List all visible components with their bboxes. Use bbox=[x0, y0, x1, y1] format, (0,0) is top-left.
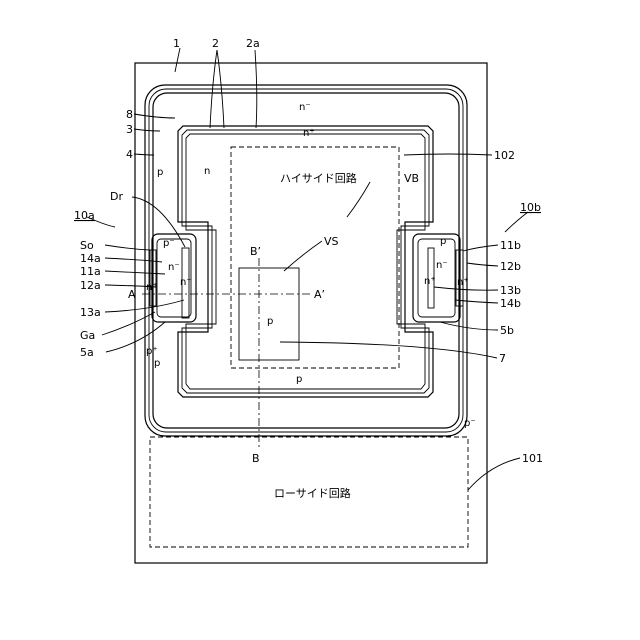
region-n-minus-right: n⁻ bbox=[436, 260, 448, 271]
region-n-minus-left: n⁻ bbox=[168, 262, 180, 273]
region-2-outline bbox=[182, 130, 429, 393]
label-4: 4 bbox=[126, 148, 133, 161]
label-dr: Dr bbox=[110, 190, 123, 203]
label-b: B bbox=[252, 452, 260, 465]
region-p-minus-left: p⁻ bbox=[163, 238, 175, 249]
label-7: 7 bbox=[499, 352, 506, 365]
label-11a: 11a bbox=[80, 265, 101, 278]
region-p-bottom: p bbox=[296, 374, 302, 385]
label-14a: 14a bbox=[80, 252, 101, 265]
region-n-plus-left-outer: n⁺ bbox=[146, 282, 158, 293]
label-13b: 13b bbox=[500, 284, 521, 297]
region-p-left: p bbox=[157, 167, 163, 178]
label-13a: 13a bbox=[80, 306, 101, 319]
label-8: 8 bbox=[126, 108, 133, 121]
label-5a: 5a bbox=[80, 346, 94, 359]
element-10b-body bbox=[413, 234, 460, 322]
vs-region bbox=[239, 268, 299, 360]
label-vs: VS bbox=[324, 235, 339, 248]
label-1: 1 bbox=[173, 37, 180, 50]
high-side-circuit-label: ハイサイド回路 bbox=[280, 172, 357, 185]
region-n-plus-right-inner: n⁺ bbox=[424, 276, 436, 287]
label-12a: 12a bbox=[80, 279, 101, 292]
region-n-plus-right-outer: n⁺ bbox=[457, 277, 469, 288]
label-11b: 11b bbox=[500, 239, 521, 252]
region-p-minus-right-top: p⁻ bbox=[440, 236, 452, 247]
label-so: So bbox=[80, 239, 94, 252]
region-n-inner: n bbox=[204, 166, 210, 177]
label-3: 3 bbox=[126, 123, 133, 136]
label-12b: 12b bbox=[500, 260, 521, 273]
region-n-plus-top: n⁺ bbox=[303, 128, 315, 139]
label-102: 102 bbox=[494, 149, 515, 162]
label-5b: 5b bbox=[500, 324, 514, 337]
label-2: 2 bbox=[212, 37, 219, 50]
region-p-vs: p bbox=[267, 316, 273, 327]
label-10a: 10a bbox=[74, 209, 95, 222]
region-n-plus-left-inner: n⁺ bbox=[180, 277, 192, 288]
label-a-prime: A’ bbox=[314, 288, 325, 301]
label-2a: 2a bbox=[246, 37, 260, 50]
label-vb: VB bbox=[404, 172, 419, 185]
label-10b: 10b bbox=[520, 201, 541, 214]
region-p-plus-left: p⁺ bbox=[146, 346, 158, 357]
label-b-prime: B’ bbox=[250, 245, 261, 258]
label-a: A bbox=[128, 288, 136, 301]
region-n-minus-top: n⁻ bbox=[299, 102, 311, 113]
region-p-left-lower: p bbox=[154, 358, 160, 369]
label-ga: Ga bbox=[80, 329, 95, 342]
label-101: 101 bbox=[522, 452, 543, 465]
region-p-minus-right-bottom: p⁻ bbox=[464, 418, 476, 429]
label-14b: 14b bbox=[500, 297, 521, 310]
low-side-circuit-label: ローサイド回路 bbox=[274, 487, 351, 500]
